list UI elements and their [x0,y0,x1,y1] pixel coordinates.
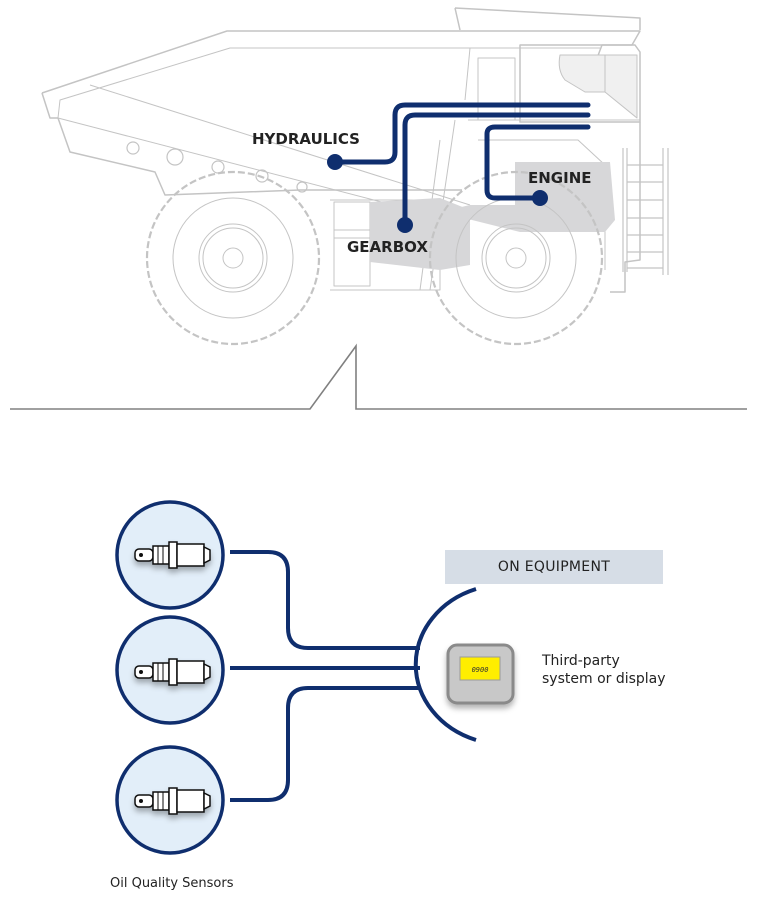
sensor-3[interactable] [115,745,225,855]
hydraulics-node[interactable] [327,154,343,170]
front-wheel [428,170,604,346]
sensor-1[interactable] [115,500,225,610]
display-label: Third-party system or display [542,652,666,688]
ground-line [10,343,747,410]
sensors-caption: Oil Quality Sensors [110,876,234,891]
gearbox-area [370,198,470,270]
display-readout: 0900 [472,666,489,674]
rear-wheel [145,170,321,346]
hydraulics-label: HYDRAULICS [252,130,360,148]
on-equipment-badge: ON EQUIPMENT [445,550,663,584]
display-bracket [413,587,477,742]
dump-truck-outline [41,7,669,293]
engine-node[interactable] [532,190,548,206]
display-label-line1: Third-party [542,653,620,669]
sensor-2[interactable] [115,615,225,725]
sensor-cables [230,550,420,802]
engine-label: ENGINE [528,169,592,187]
display-device[interactable] [446,643,515,705]
oil-lines [332,102,591,228]
gearbox-label: GEARBOX [347,238,428,256]
display-label-line2: system or display [542,671,666,687]
gearbox-node[interactable] [397,217,413,233]
